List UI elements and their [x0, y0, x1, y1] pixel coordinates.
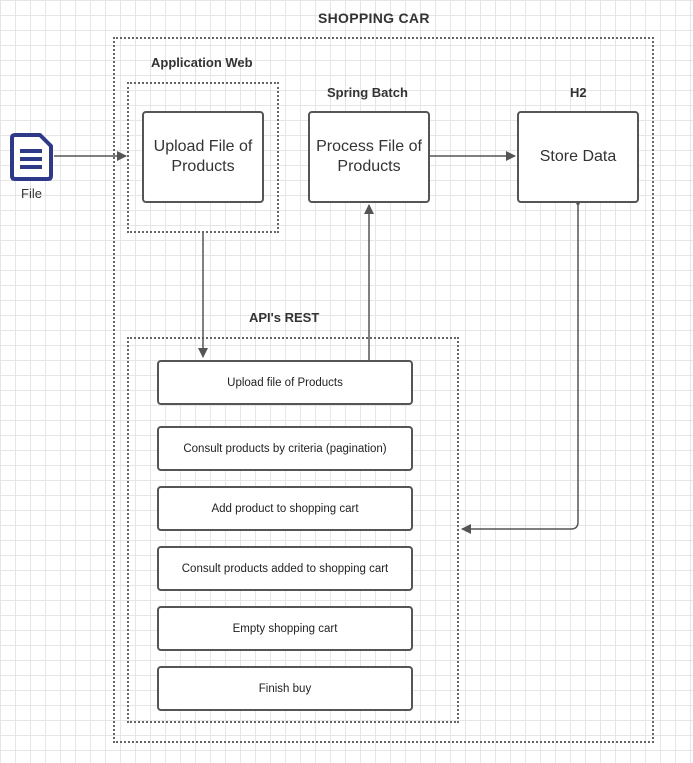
h2-label: H2 [570, 85, 587, 100]
system-boundary [113, 37, 654, 743]
api-endpoint-add-product: Add product to shopping cart [157, 486, 413, 531]
api-endpoint-consult-cart: Consult products added to shopping cart [157, 546, 413, 591]
spring-batch-label: Spring Batch [327, 85, 408, 100]
document-icon [10, 133, 53, 181]
application-web-label: Application Web [151, 55, 253, 70]
api-rest-label: API's REST [249, 310, 320, 325]
file-label: File [21, 186, 42, 201]
api-store-bidirectional-arrow [461, 197, 583, 534]
store-data-node: Store Data [517, 111, 639, 203]
api-endpoint-finish-buy: Finish buy [157, 666, 413, 711]
application-web-group [127, 82, 279, 233]
process-file-node: Process File of Products [308, 111, 430, 203]
api-endpoint-consult-products: Consult products by criteria (pagination… [157, 426, 413, 471]
api-endpoint-empty-cart: Empty shopping cart [157, 606, 413, 651]
api-rest-group [127, 337, 459, 723]
api-endpoint-upload-file: Upload file of Products [157, 360, 413, 405]
diagram-title: SHOPPING CAR [318, 10, 430, 26]
file-node [8, 133, 54, 181]
upload-file-node: Upload File of Products [142, 111, 264, 203]
